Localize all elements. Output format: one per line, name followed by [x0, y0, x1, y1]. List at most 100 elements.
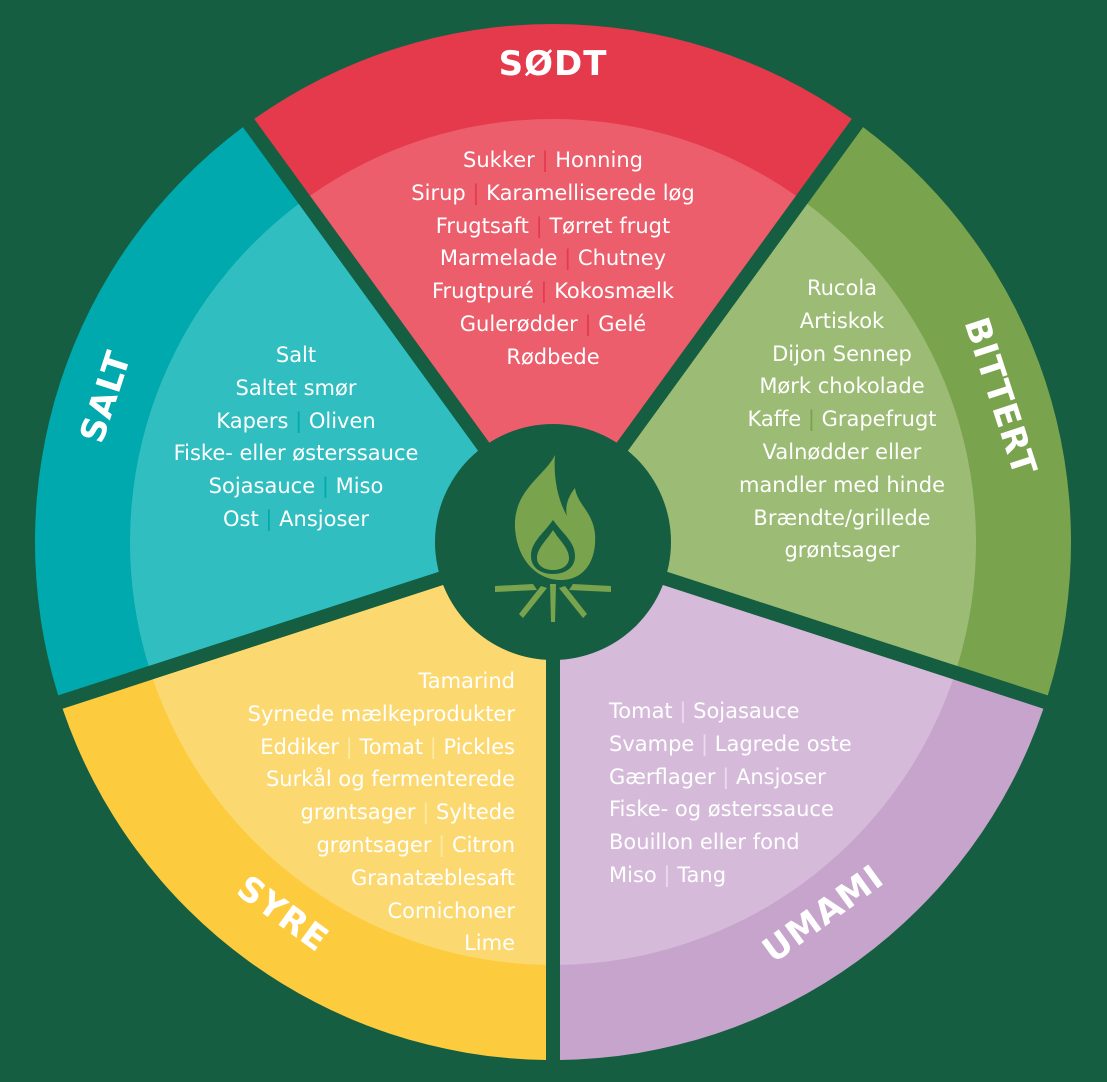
umami-item-line: Gærflager | Ansjoser	[609, 761, 989, 794]
umami-item: Gærflager	[609, 764, 716, 789]
sodt-item-line: Marmelade | Chutney	[318, 242, 788, 275]
salt-item: Miso	[335, 474, 384, 499]
umami-item: Fiske- og østerssauce	[609, 797, 834, 822]
syre-segment: SYRE	[62, 574, 546, 1060]
syre-item-line: grøntsager | Syltede	[160, 796, 516, 829]
umami-item-line: Fiske- og østerssauce	[609, 793, 989, 826]
syre-item-line: Cornichoner	[160, 895, 516, 928]
umami-item: Miso	[609, 862, 657, 887]
separator: |	[528, 213, 550, 238]
syre-inner-area	[152, 574, 546, 965]
separator: |	[315, 474, 336, 499]
umami-segment: UMAMI	[560, 574, 1044, 1060]
salt-inner-area	[129, 203, 499, 666]
salt-item: Saltet smør	[235, 375, 357, 400]
sodt-item: Karamelliserede løg	[486, 180, 695, 205]
sodt-item: Tørret frugt	[549, 213, 671, 238]
sodt-segment: SØDT	[254, 24, 852, 472]
salt-item: Ost	[223, 506, 259, 531]
syre-item: Cornichoner	[387, 898, 516, 923]
syre-item: Tomat	[359, 734, 424, 759]
sodt-item: Chutney	[577, 246, 667, 271]
bittert-item: Kaffe	[747, 407, 802, 432]
umami-item-line: Miso | Tang	[609, 859, 989, 892]
syre-item-line: Syrnede mælkeprodukter	[160, 698, 515, 731]
syre-item: Syltede	[436, 800, 515, 825]
umami-item-line: Bouillon eller fond	[609, 826, 989, 859]
umami-item: Svampe	[609, 731, 695, 756]
sodt-item-line: Frugtpuré | Kokosmælk	[318, 275, 788, 308]
sodt-item: Frugtpuré	[431, 279, 534, 304]
bittert-item-line: Mørk chokolade	[667, 370, 1017, 403]
sodt-item-line: Frugtsaft | Tørret frugt	[318, 210, 788, 243]
salt-item-line: Fiske- eller østerssauce	[120, 437, 472, 470]
syre-item: grøntsager	[316, 832, 432, 857]
sodt-item-line: Rødbede	[318, 341, 788, 374]
salt-item: Oliven	[308, 408, 376, 433]
bittert-item: Rucola	[806, 276, 878, 300]
salt-segment: SALT	[34, 127, 499, 696]
syre-item: Granatæblesaft	[351, 865, 515, 890]
syre-item-line: Tamarind	[160, 665, 515, 698]
syre-item-line: Surkål og fermenterede	[160, 763, 515, 796]
umami-item-line: Svampe | Lagrede oste	[609, 728, 989, 761]
separator: |	[715, 764, 736, 789]
salt-item: Salt	[275, 343, 317, 367]
separator: |	[465, 180, 487, 205]
sodt-item: Sukker	[463, 148, 535, 172]
salt-item-line: Ost | Ansjoser	[120, 503, 472, 536]
sodt-item: Honning	[555, 148, 643, 172]
umami-item: Tomat	[609, 699, 673, 723]
syre-item: Surkål og fermenterede	[265, 767, 515, 792]
bittert-item: Artiskok	[799, 308, 885, 333]
bittert-item: Mørk chokolade	[759, 374, 925, 399]
separator: |	[557, 246, 578, 271]
bittert-item: grøntsager	[784, 538, 900, 563]
salt-item-line: Sojasauce | Miso	[120, 470, 472, 503]
syre-item: Pickles	[443, 734, 515, 759]
syre-item-line: Eddiker | Tomat | Pickles	[160, 731, 515, 764]
sodt-item: Gulerødder	[459, 311, 578, 336]
separator: |	[415, 800, 436, 825]
umami-item: Sojasauce	[693, 699, 800, 723]
bittert-item: Dijon Sennep	[772, 341, 912, 366]
bittert-item-line: Dijon Sennep	[667, 338, 1017, 371]
bittert-item: Brændte/grillede	[753, 505, 931, 530]
sodt-item-line: Gulerødder | Gelé	[318, 308, 788, 341]
syre-item: Eddiker	[260, 734, 339, 759]
salt-item-line: Salt	[120, 339, 472, 372]
separator: |	[288, 408, 309, 433]
sodt-item: Gelé	[598, 311, 647, 336]
umami-item: Bouillon eller fond	[609, 830, 800, 855]
umami-inner-area	[560, 574, 954, 965]
bittert-item-line: Valnødder eller	[667, 436, 1017, 469]
separator: |	[431, 832, 452, 857]
sodt-item: Frugtsaft	[435, 213, 529, 238]
umami-item: Lagrede oste	[714, 731, 852, 756]
bittert-item-line: Brændte/grillede	[667, 502, 1017, 535]
bittert-item-line: grøntsager	[667, 534, 1017, 567]
campfire-icon	[495, 455, 611, 622]
sodt-item: Sirup	[411, 180, 466, 205]
bittert-item-line: Rucola	[667, 272, 1017, 305]
sodt-title: SØDT	[499, 44, 608, 84]
syre-item: Lime	[464, 931, 515, 956]
separator: |	[801, 407, 822, 432]
bittert-item: Grapefrugt	[821, 407, 937, 432]
separator: |	[258, 506, 280, 531]
salt-item: Kapers	[216, 408, 289, 433]
bittert-item-line: mandler med hinde	[667, 469, 1017, 502]
salt-item-line: Saltet smør	[120, 372, 472, 405]
separator: |	[694, 731, 715, 756]
sodt-item: Rødbede	[506, 344, 600, 369]
bittert-item: Valnødder eller	[762, 439, 922, 464]
sodt-inner-area	[310, 119, 796, 471]
salt-item-line: Kapers | Oliven	[120, 405, 472, 438]
syre-item-line: grøntsager | Citron	[160, 829, 515, 862]
sodt-item: Kokosmælk	[554, 279, 675, 304]
